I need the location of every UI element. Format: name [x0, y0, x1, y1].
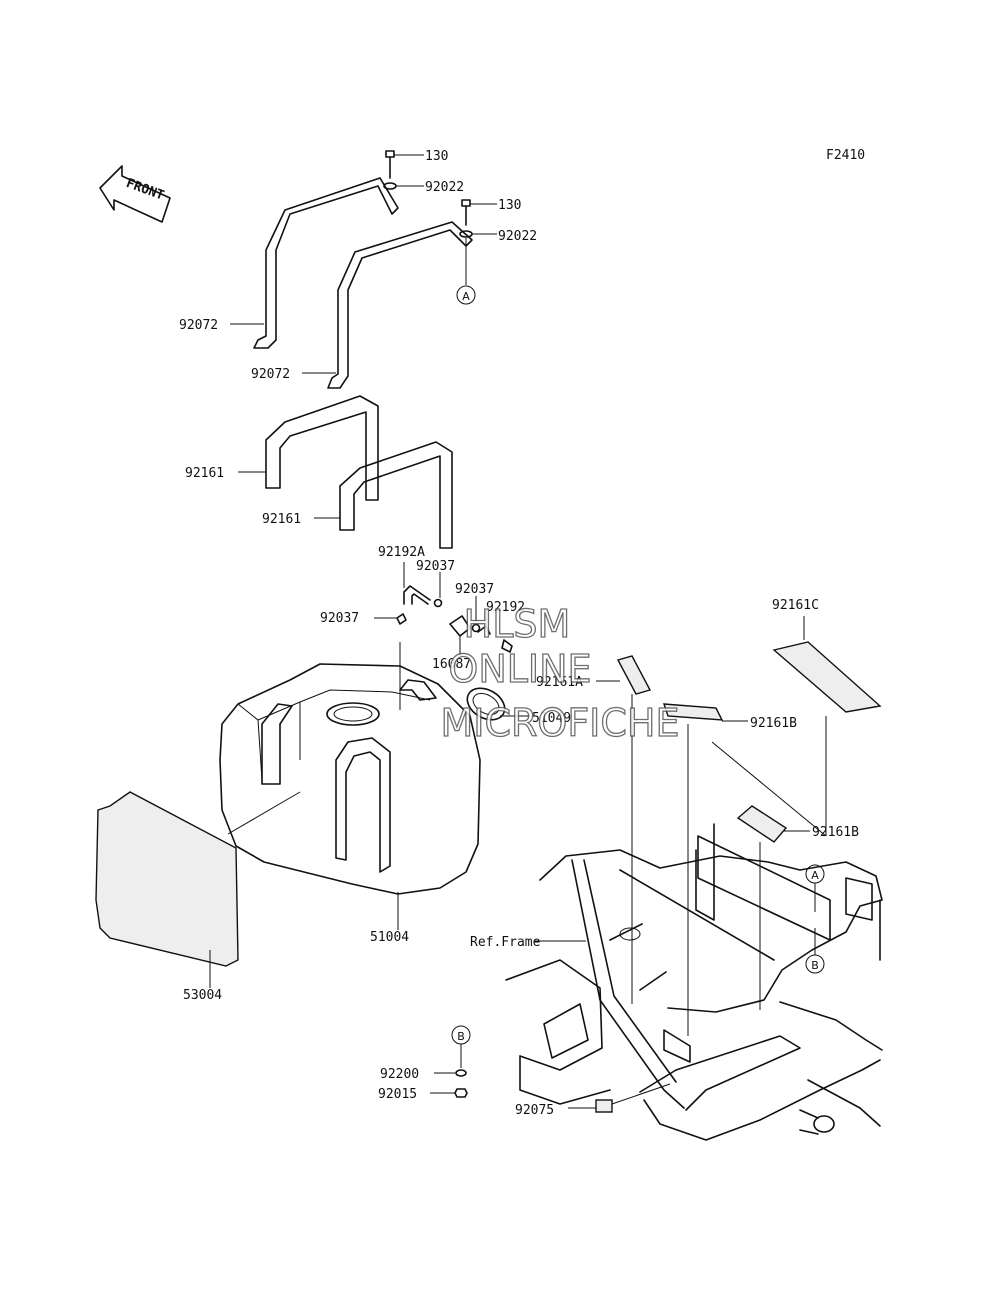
clamp-92037-a: 92037	[416, 559, 455, 608]
label-53004: 53004	[183, 988, 222, 1003]
label-92037-left: 92037	[320, 611, 359, 626]
pad-92161-rear: 92161	[185, 395, 379, 501]
label-92161-rear: 92161	[185, 466, 224, 481]
label-51049: 51049	[532, 711, 571, 726]
label-92037-b: 92037	[455, 582, 494, 597]
hose-92192a: 92192A	[378, 545, 431, 605]
washer-92022-second: 92022	[459, 229, 537, 244]
bolt-130-second: 130	[461, 198, 521, 226]
marker-b-fastener: B	[451, 1025, 471, 1068]
marker-a-frame: A	[805, 864, 825, 912]
band-92072-rear: 92072	[179, 177, 399, 349]
washer-92022-top: 92022	[383, 180, 464, 195]
front-arrow-icon: FRONT	[99, 165, 171, 223]
watermark-line3: MICROFICHE	[440, 701, 679, 745]
label-51004: 51004	[370, 930, 409, 945]
marker-b-fastener-letter: B	[457, 1030, 465, 1043]
watermark: HLSM ONLINE MICROFICHE	[440, 601, 680, 745]
band-92072-front: 92072	[251, 221, 473, 389]
hose-92192: 92192	[477, 600, 525, 635]
label-92192a: 92192A	[378, 545, 425, 560]
label-92075: 92075	[515, 1103, 554, 1118]
label-130-top: 130	[425, 149, 448, 164]
fuel-tank-51004: 51004	[219, 642, 481, 945]
label-130-second: 130	[498, 198, 521, 213]
pad-92161c: 92161C	[711, 598, 882, 837]
pad-92161b-lower: 92161B	[736, 805, 859, 1010]
label-92015: 92015	[378, 1087, 417, 1102]
label-92037-a: 92037	[416, 559, 455, 574]
label-ref-frame: Ref.Frame	[470, 935, 541, 950]
valve-16087: 16087	[432, 615, 513, 672]
label-92072-rear: 92072	[179, 318, 218, 333]
label-92161a: 92161A	[536, 675, 583, 690]
nut-92015: 92015	[378, 1087, 468, 1102]
pad-92161a: 92161A	[536, 655, 652, 1004]
label-92161b-lower: 92161B	[812, 825, 859, 840]
reference-frame: Ref.Frame	[470, 823, 883, 1141]
front-arrow-label: FRONT	[124, 176, 166, 204]
marker-a-frame-letter: A	[811, 869, 819, 882]
label-92072-front: 92072	[251, 367, 290, 382]
label-16087: 16087	[432, 657, 471, 672]
pad-92075: 92075	[515, 1083, 671, 1118]
label-92022-second: 92022	[498, 229, 537, 244]
label-92161-front: 92161	[262, 512, 301, 527]
clamp-92037-b: 92037	[455, 582, 494, 633]
label-92200: 92200	[380, 1067, 419, 1082]
figure-code: F2410	[826, 148, 865, 163]
label-92161c: 92161C	[772, 598, 819, 613]
washer-92200: 92200	[380, 1067, 467, 1082]
label-92022-top: 92022	[425, 180, 464, 195]
pad-92161-front: 92161	[262, 441, 453, 549]
watermark-line1: HLSM	[464, 602, 571, 646]
pad-92161b-upper: 92161B	[663, 703, 797, 1036]
watermark-line2: ONLINE	[448, 647, 591, 691]
cover-53004: 53004	[95, 791, 301, 1003]
marker-a-top: A	[456, 238, 476, 305]
bolt-130-top: 130	[385, 149, 448, 179]
clamp-92037-left: 92037	[320, 611, 407, 626]
label-92161b-upper: 92161B	[750, 716, 797, 731]
marker-b-frame-letter: B	[811, 959, 819, 972]
label-92192: 92192	[486, 600, 525, 615]
fuel-cap-51049: 51049	[466, 687, 571, 726]
marker-b-frame: B	[805, 928, 825, 974]
marker-a-top-letter: A	[462, 290, 470, 303]
